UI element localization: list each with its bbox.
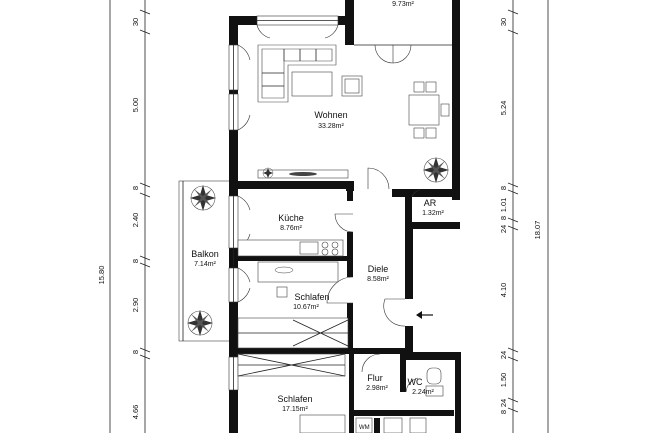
- dim-right-2: 5.24: [499, 101, 508, 116]
- dim-right-1: 30: [499, 18, 508, 26]
- bathroom-fixtures: WM: [355, 417, 427, 433]
- room-name: Flur: [367, 373, 383, 383]
- room-flur: Flur 2.98m²: [361, 353, 389, 392]
- room-ar: AR 1.32m²: [411, 189, 445, 217]
- plant-icon: [262, 167, 274, 179]
- room-schlafen-1: Schlafen 10.67m²: [237, 261, 354, 349]
- room-area: 7.14m²: [194, 261, 216, 268]
- dim-left-5: 8: [131, 259, 140, 263]
- dim-right-total: 18.07: [533, 221, 542, 240]
- room-area: 17.15m²: [282, 406, 308, 413]
- dim-right-5: 8: [499, 216, 508, 220]
- washing-machine-label: WM: [359, 425, 370, 431]
- room-name: Balkon: [191, 249, 219, 259]
- room-kueche: Küche 8.76m²: [237, 213, 354, 257]
- dim-left-7: 8: [131, 350, 140, 354]
- dim-left-3: 8: [131, 186, 140, 190]
- dim-left-total: 15.80: [97, 266, 106, 285]
- room-name: Schlafen: [294, 292, 329, 302]
- room-area: 2.98m²: [366, 385, 388, 392]
- dim-left-8: 4.66: [131, 405, 140, 420]
- dim-right-6: 24: [499, 225, 508, 233]
- dim-right-11: 8: [499, 410, 508, 414]
- plant-icon: [187, 310, 213, 336]
- dim-right-8: 24: [499, 351, 508, 359]
- dim-left-2: 5.00: [131, 98, 140, 113]
- room-name: AR: [424, 198, 437, 208]
- room-area: 10.67m²: [293, 304, 319, 311]
- dim-left-4: 2.40: [131, 213, 140, 228]
- dim-right-9: 1.50: [499, 373, 508, 388]
- dim-left-6: 2.90: [131, 298, 140, 313]
- room-area: 1.32m²: [422, 210, 444, 217]
- entrance-arrow-icon: [416, 311, 433, 319]
- room-area: 8.76m²: [280, 225, 302, 232]
- room-name: WC: [408, 377, 423, 387]
- room-area: 9.73m²: [392, 1, 414, 8]
- dimension-chain-left: 30 5.00 8 2.40 8 2.90 8 4.66 15.80: [97, 0, 151, 433]
- living-room-furniture: Wohnen 33.28m²: [257, 44, 450, 190]
- room-area: 33.28m²: [318, 123, 344, 130]
- dim-left-1: 30: [131, 18, 140, 26]
- room-schlafen-2: Schlafen 17.15m²: [237, 353, 346, 433]
- dim-right-7: 4.10: [499, 283, 508, 298]
- dim-right-10: 24: [499, 399, 508, 407]
- room-name: Schlafen: [277, 394, 312, 404]
- plant-icon: [423, 157, 449, 183]
- walls: [229, 0, 461, 433]
- room-balkon: Balkon 7.14m²: [191, 249, 219, 268]
- room-area: 2.24m²: [412, 389, 434, 396]
- room-top: 9.73m²: [354, 1, 452, 64]
- room-name: Diele: [368, 264, 389, 274]
- windows: [228, 15, 339, 391]
- balcony: [178, 180, 235, 342]
- room-diele: Diele 8.58m²: [367, 264, 433, 327]
- dim-right-4: 1.01: [499, 198, 508, 213]
- dim-right-3: 8: [499, 186, 508, 190]
- room-name: Küche: [278, 213, 304, 223]
- dimension-chain-right: 30 5.24 8 1.01 8 24 4.10 24 1.50 24 8 18…: [499, 0, 549, 433]
- room-name: Wohnen: [314, 110, 347, 120]
- room-wc: WC 2.24m²: [405, 367, 444, 397]
- room-area: 8.58m²: [367, 276, 389, 283]
- plant-icon: [190, 185, 216, 211]
